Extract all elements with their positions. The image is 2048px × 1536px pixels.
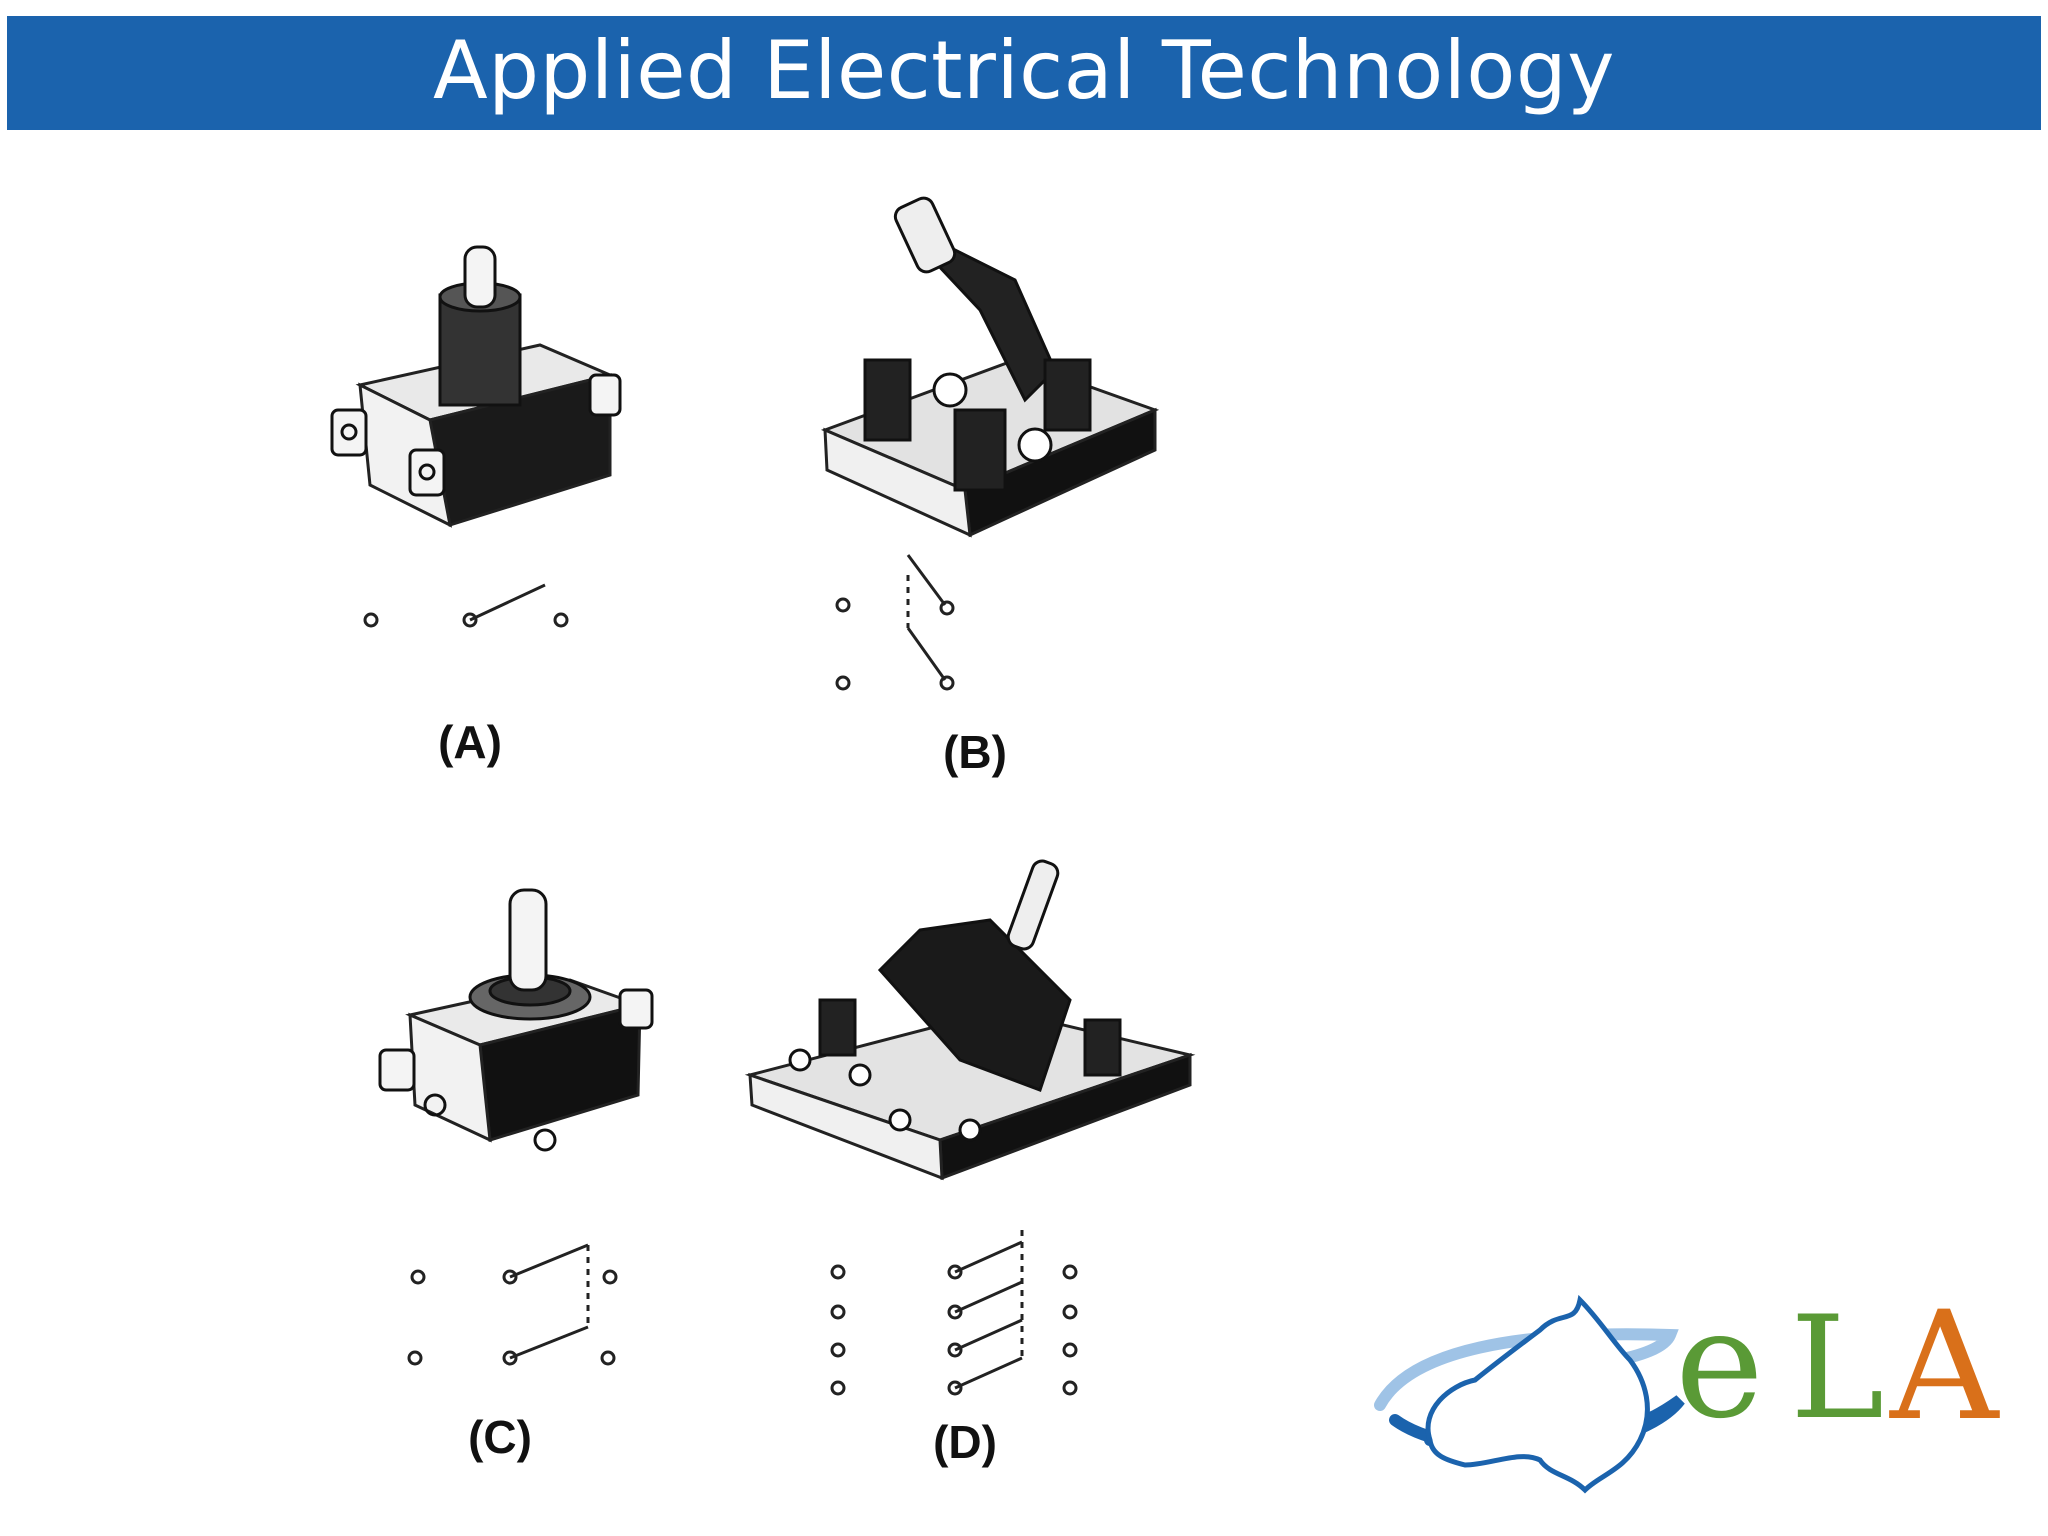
- logo-letter-a: A: [1890, 1280, 1999, 1454]
- figure-b-label: (B): [943, 726, 1007, 778]
- logo-letter-l: L: [1790, 1286, 1885, 1451]
- knife-switch-illustration: [820, 196, 1160, 538]
- figure-d-label: (D): [933, 1416, 997, 1468]
- australia-map-icon: [1374, 1294, 1685, 1494]
- figure-a-label: (A): [438, 716, 502, 768]
- figure-c-label: (C): [468, 1411, 532, 1463]
- figure-c: (C): [370, 885, 670, 1485]
- spdt-schematic: [835, 554, 955, 691]
- title-bar: Applied Electrical Technology: [7, 16, 2041, 130]
- four-pole-knife-switch-illustration: [744, 859, 1196, 1181]
- dpst-schematic: [407, 1243, 618, 1366]
- spst-schematic: [363, 583, 569, 628]
- figure-d: (D): [740, 859, 1200, 1480]
- ela-logo: e L A: [1370, 1290, 2030, 1500]
- spst-switch-illustration: [330, 245, 622, 528]
- page-title: Applied Electrical Technology: [433, 24, 1615, 117]
- figure-a: (A): [320, 235, 640, 795]
- logo-letter-e: e: [1675, 1278, 1764, 1452]
- dpst-switch-illustration: [378, 888, 654, 1152]
- figure-b: (B): [815, 190, 1175, 800]
- four-pole-schematic: [830, 1230, 1078, 1396]
